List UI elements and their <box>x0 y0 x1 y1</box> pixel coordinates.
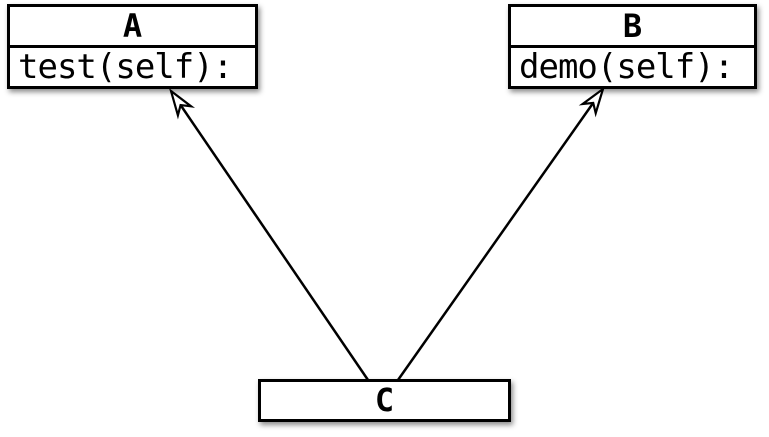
class-a-name: A <box>10 7 255 48</box>
class-node-c: C <box>258 379 511 422</box>
class-c-name: C <box>374 381 395 419</box>
class-b-method: demo(self): <box>519 47 734 87</box>
class-b-name: B <box>511 7 754 48</box>
inheritance-arrow-c-to-a <box>169 88 370 381</box>
class-node-a: A test(self): <box>7 4 258 89</box>
class-a-method: test(self): <box>18 47 233 87</box>
class-node-b: B demo(self): <box>508 4 757 89</box>
inheritance-arrow-c-to-b <box>396 86 606 381</box>
